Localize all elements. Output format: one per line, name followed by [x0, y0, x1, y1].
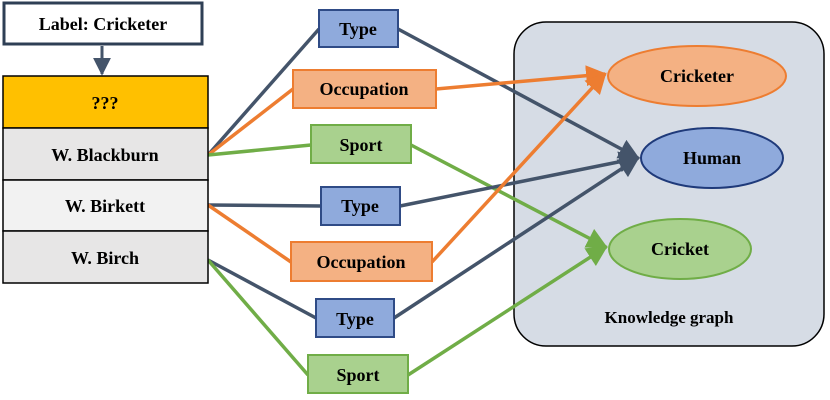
- edge-birkett-occupation: [207, 203, 292, 264]
- edge-type2-human: [399, 151, 641, 208]
- relation-box-sport: [310, 124, 412, 164]
- knowledge-graph-title: Knowledge graph: [605, 308, 734, 327]
- relation-label: Sport: [336, 365, 379, 385]
- label-text: Label: Cricketer: [39, 14, 167, 34]
- table-row: [2, 179, 209, 232]
- entity-table: ??? W. Blackburn W. Birkett W. Birch: [2, 75, 209, 284]
- relation-label: Occupation: [319, 79, 408, 99]
- kg-node-label: Cricketer: [660, 66, 734, 86]
- relation-box-type: [315, 298, 395, 338]
- label-box: Label: Cricketer: [2, 1, 204, 46]
- edge-blackburn-type: [206, 27, 321, 157]
- edges: [93, 27, 641, 377]
- edge-blackburn-occupation: [206, 87, 295, 157]
- kg-nodes: Cricketer Human Cricket: [607, 45, 787, 280]
- edge-occupation2-cricketer: [430, 72, 607, 264]
- relation-label: Sport: [339, 135, 382, 155]
- relation-label: Type: [336, 309, 374, 329]
- relation-label: Occupation: [316, 252, 405, 272]
- edge-sport1-cricket: [410, 143, 608, 249]
- edge-type3-human: [393, 156, 640, 320]
- relation-box-sport: [307, 354, 409, 394]
- relation-label: Type: [341, 196, 379, 216]
- table-row-text: W. Birch: [71, 248, 139, 268]
- edge-blackburn-sport: [207, 143, 312, 157]
- relation-boxes: Type Occupation Sport Type Occupation Ty…: [290, 9, 437, 394]
- edge-type1-human: [397, 27, 640, 160]
- kg-node-cricket: [608, 218, 752, 280]
- table-header-text: ???: [92, 93, 119, 113]
- table-row: [2, 230, 209, 284]
- relation-box-type: [318, 9, 399, 48]
- kg-node-cricketer: [607, 45, 787, 107]
- table-row-text: W. Blackburn: [51, 145, 158, 165]
- kg-node-label: Cricket: [651, 239, 709, 259]
- relation-box-occupation: [292, 69, 437, 109]
- kg-node-human: [640, 127, 784, 189]
- relation-box-occupation: [290, 241, 433, 282]
- table-row: [2, 127, 209, 181]
- table-row-text: W. Birkett: [65, 196, 145, 216]
- edge-sport2-cricket: [407, 245, 608, 377]
- relation-label: Type: [339, 19, 377, 39]
- edge-occupation1-cricketer: [435, 65, 608, 91]
- edge-birch-sport: [206, 258, 310, 377]
- edge-birkett-type: [207, 203, 322, 208]
- table-header-cell: [2, 75, 209, 129]
- relation-box-type: [320, 186, 401, 226]
- edge-birch-type: [207, 258, 317, 320]
- kg-node-label: Human: [683, 148, 741, 168]
